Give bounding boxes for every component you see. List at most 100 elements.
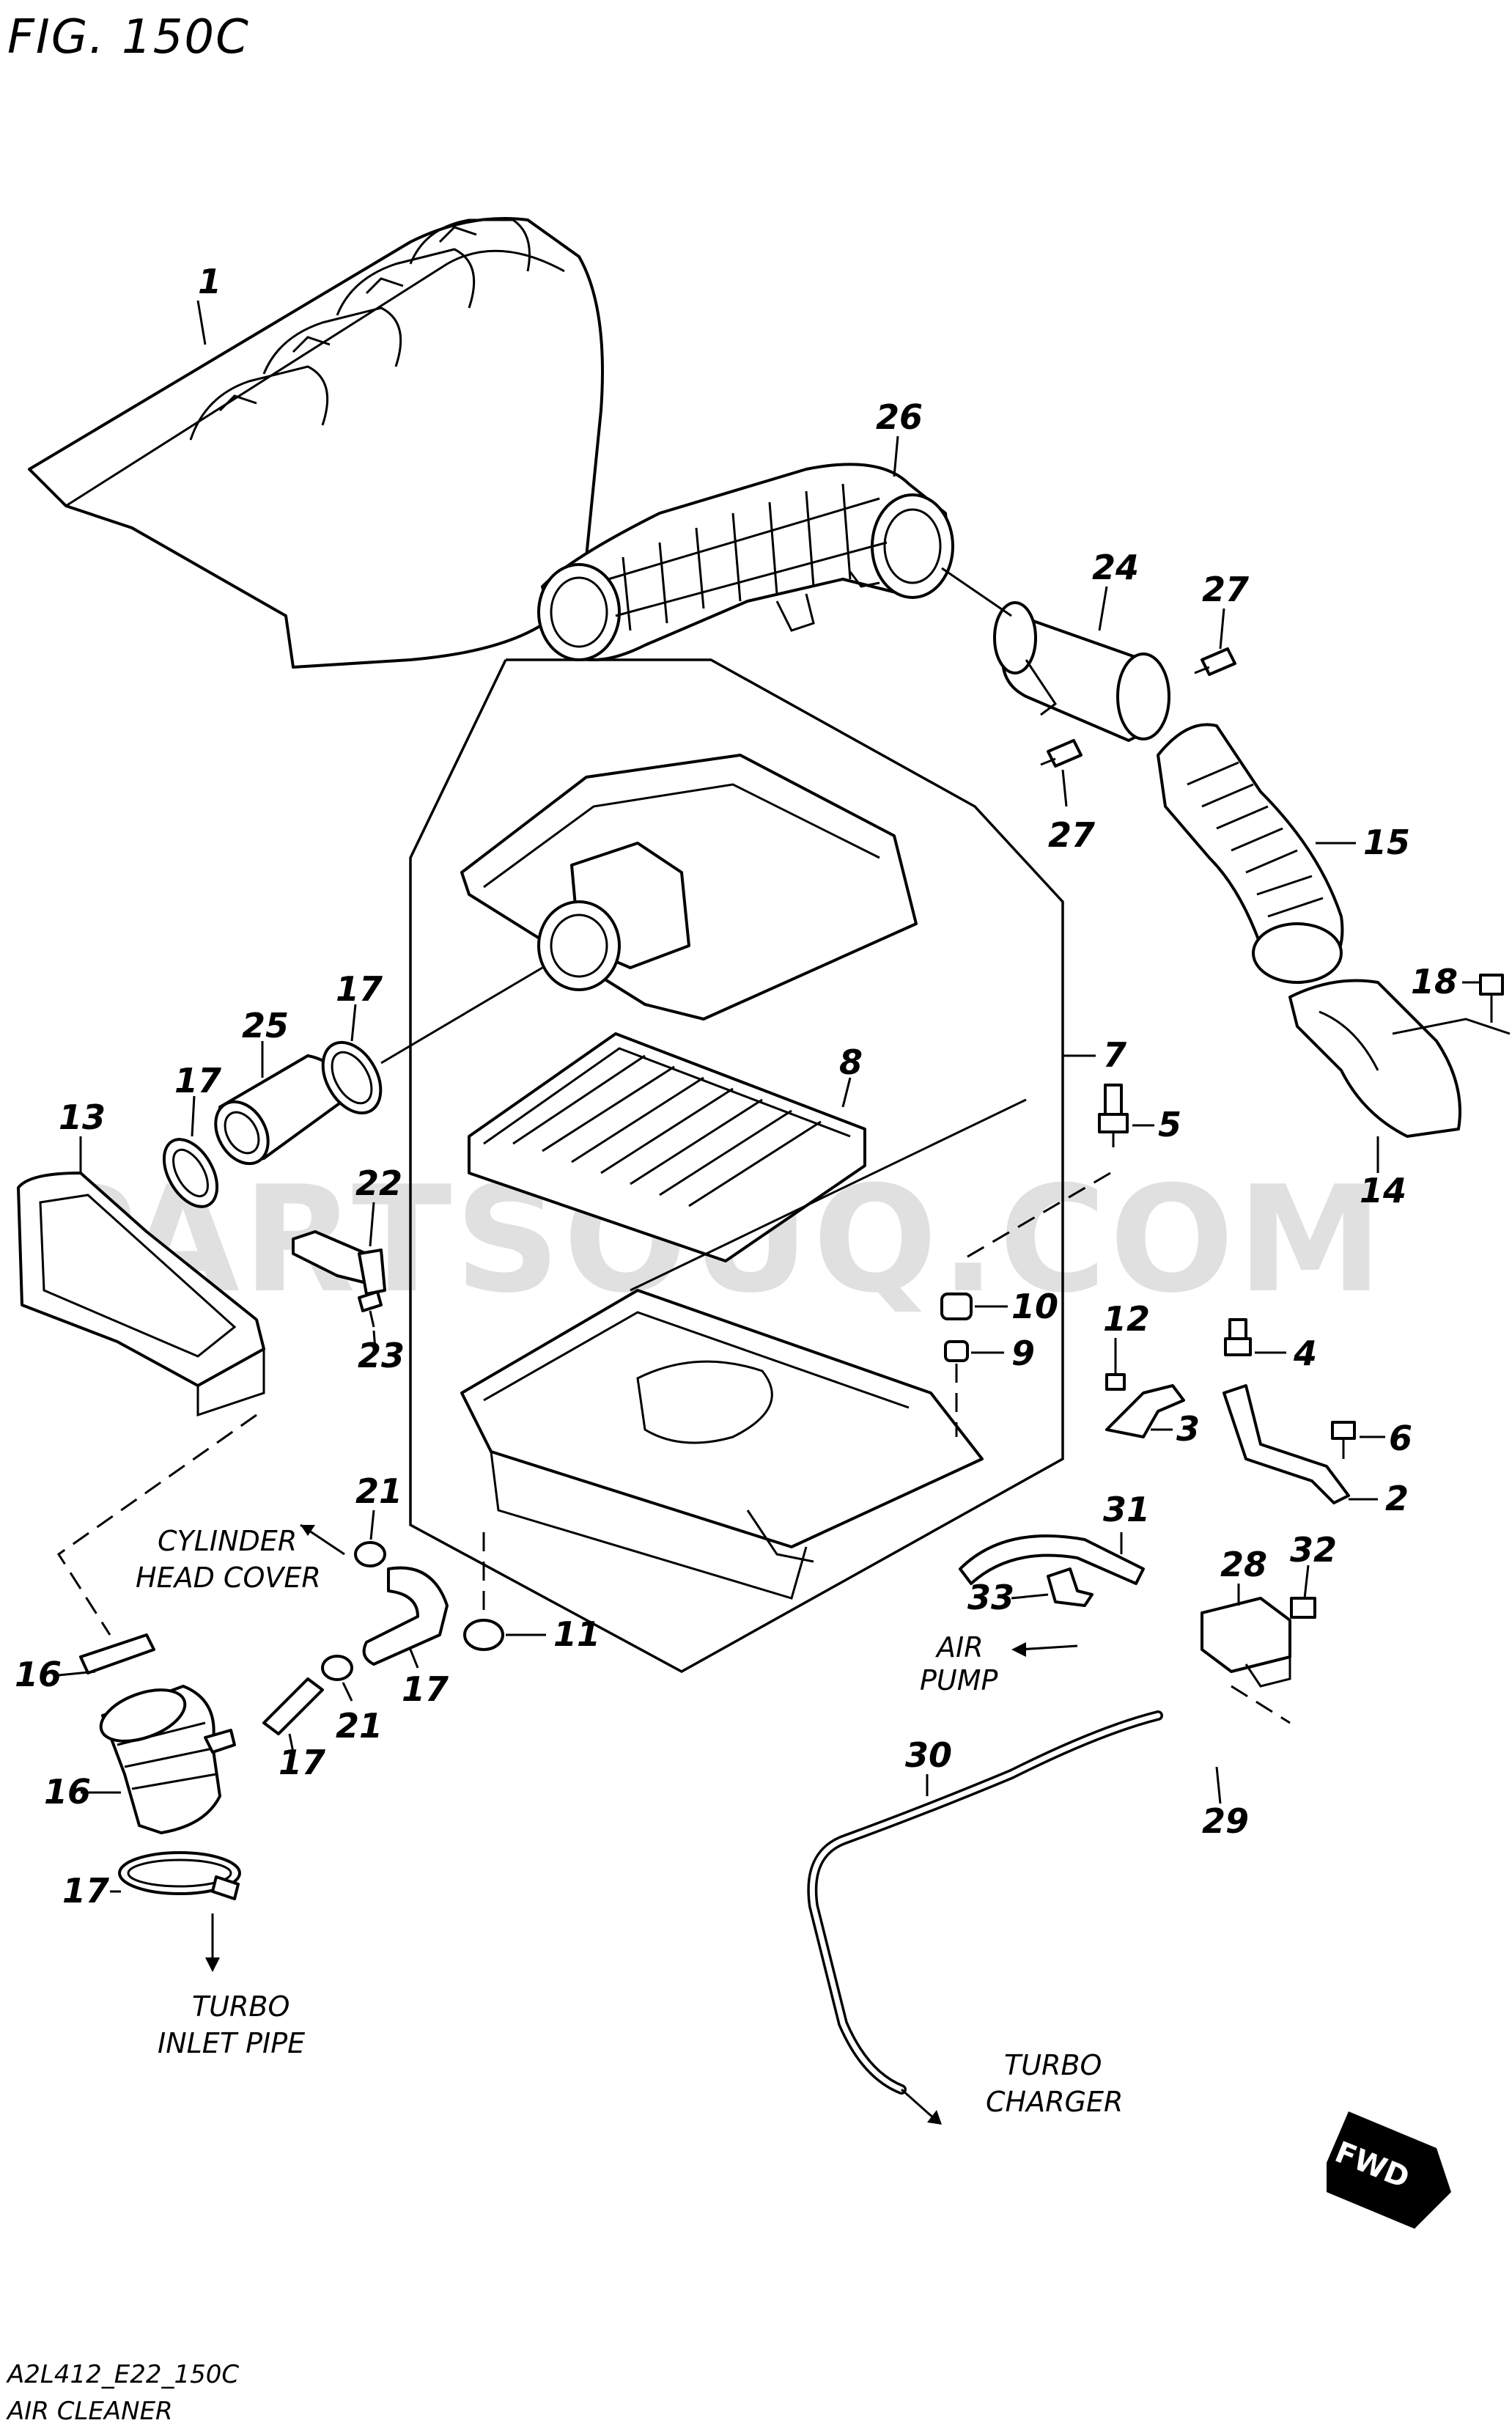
callout-30: 30	[905, 1735, 952, 1775]
part-clamp-21-upper	[354, 1541, 386, 1567]
frame-air-cleaner-assy	[409, 658, 1064, 1673]
callout-26: 25	[242, 1006, 289, 1045]
callout-16: 16	[44, 1772, 91, 1812]
callout-32: 32	[1290, 1530, 1337, 1570]
callout-19: 17	[279, 1743, 325, 1782]
callout-21b: 21	[336, 1706, 383, 1746]
part-clamp-17-c	[79, 1633, 155, 1674]
leader-27b	[1061, 769, 1068, 807]
callout-29: 29	[1202, 1801, 1249, 1841]
leader-25	[893, 435, 899, 477]
part-hose-30	[807, 1710, 1163, 2095]
part-valve-28	[1201, 1597, 1291, 1688]
callout-17a: 17	[174, 1061, 221, 1100]
part-bolt-27-upper	[1194, 647, 1236, 676]
part-bolt-18	[1479, 974, 1504, 1023]
part-inlet-pipe-16	[99, 1685, 236, 1834]
part-resonator-13	[17, 1172, 265, 1417]
part-air-flow-tube	[993, 601, 1170, 742]
callout-28: 28	[1220, 1545, 1267, 1584]
callout-6: 6	[1389, 1419, 1412, 1458]
callout-2: 2	[1385, 1479, 1409, 1518]
leader-20	[409, 1649, 419, 1669]
callout-8: 8	[839, 1043, 863, 1082]
leader-1	[196, 300, 207, 345]
part-bracket-22	[292, 1230, 386, 1295]
part-bolt-4	[1224, 1318, 1252, 1356]
callout-31: 31	[1103, 1490, 1150, 1529]
callout-9: 9	[1011, 1334, 1035, 1373]
figure-caption: AIR CLEANER	[6, 2397, 173, 2426]
leader-17b	[350, 1004, 357, 1042]
callout-22: 22	[355, 1163, 402, 1203]
leader-13-16-dash	[56, 1413, 257, 1636]
callout-10: 10	[1011, 1287, 1058, 1326]
callout-11: 11	[553, 1614, 600, 1654]
leader-25-24	[941, 567, 1012, 617]
leader-27a	[1219, 608, 1225, 650]
part-bolt-32	[1290, 1597, 1316, 1619]
note-turbo-inlet-line1: TURBO	[192, 1990, 290, 2023]
leader-22	[369, 1202, 375, 1247]
part-grommet-11	[463, 1619, 504, 1651]
callout-1: 1	[198, 262, 221, 301]
leader-29-dash	[1231, 1685, 1291, 1724]
part-bracket-3	[1105, 1384, 1185, 1438]
part-screw-23	[358, 1290, 383, 1328]
callout-20: 17	[402, 1669, 449, 1709]
note-cylinder-line2: HEAD COVER	[136, 1562, 321, 1594]
part-duct-shield	[1288, 979, 1511, 1138]
part-grommet-10	[940, 1293, 973, 1320]
callout-4: 4	[1293, 1334, 1317, 1373]
callout-12: 12	[1103, 1299, 1150, 1339]
part-cleaner-element	[468, 1032, 866, 1262]
callout-17b: 17	[336, 969, 383, 1009]
part-bolt-27-lower	[1040, 739, 1083, 768]
callout-27a: 27	[1202, 570, 1249, 609]
callout-13: 13	[59, 1097, 106, 1137]
note-cylinder-line1: CYLINDER	[158, 1525, 297, 1557]
leader-24	[1098, 586, 1108, 631]
part-hose-20	[362, 1566, 449, 1666]
leader-29	[1215, 1766, 1222, 1804]
callout-21a: 21	[355, 1471, 402, 1511]
leader-23	[372, 1330, 377, 1350]
part-bolt-6	[1331, 1421, 1356, 1459]
part-clamp-17-b	[321, 1040, 383, 1115]
part-bracket-2	[1222, 1384, 1350, 1504]
callout-27b: 27	[1048, 815, 1095, 855]
leader-19	[288, 1733, 295, 1753]
figure-title: FIG. 150C	[7, 10, 250, 65]
leader-26-link	[380, 966, 543, 1065]
part-hose-29	[1082, 1628, 1242, 1762]
part-clamp-17-d	[118, 1851, 241, 1900]
callout-23: 23	[358, 1336, 405, 1375]
callout-15: 15	[1363, 823, 1410, 862]
callout-17d: 17	[62, 1871, 109, 1911]
note-turbo-charger-line1: TURBO	[1004, 2049, 1102, 2081]
fwd-badge: FWD	[1327, 2111, 1451, 2229]
part-case-upper	[460, 754, 918, 1021]
callout-7: 7	[1103, 1035, 1126, 1075]
part-intake-duct-hose	[537, 463, 954, 661]
part-pipe-19	[262, 1677, 324, 1735]
part-hose-31	[959, 1534, 1145, 1585]
figure-code: A2L412_E22_150C	[6, 2360, 239, 2389]
note-turbo-charger-line2: CHARGER	[986, 2086, 1123, 2118]
callout-24: 24	[1092, 548, 1139, 587]
leader-21a	[369, 1510, 375, 1540]
callout-25: 26	[876, 397, 923, 437]
part-clamp-17-a	[162, 1138, 219, 1208]
note-air-pump-line2: PUMP	[920, 1664, 998, 1696]
arrow-air-pump-head	[1011, 1642, 1026, 1657]
leader-21b	[342, 1682, 353, 1702]
callout-17c: 16	[15, 1655, 62, 1694]
part-hose-26	[214, 1054, 346, 1166]
arrow-turbo-charger-head	[927, 2110, 942, 2125]
part-case-lower	[460, 1289, 984, 1600]
note-air-pump-line1: AIR	[934, 1631, 984, 1663]
note-turbo-inlet-line2: INLET PIPE	[158, 2027, 305, 2059]
part-engine-cover	[28, 217, 604, 669]
part-clip-33	[1047, 1567, 1094, 1607]
part-outlet-hose	[1157, 723, 1344, 984]
